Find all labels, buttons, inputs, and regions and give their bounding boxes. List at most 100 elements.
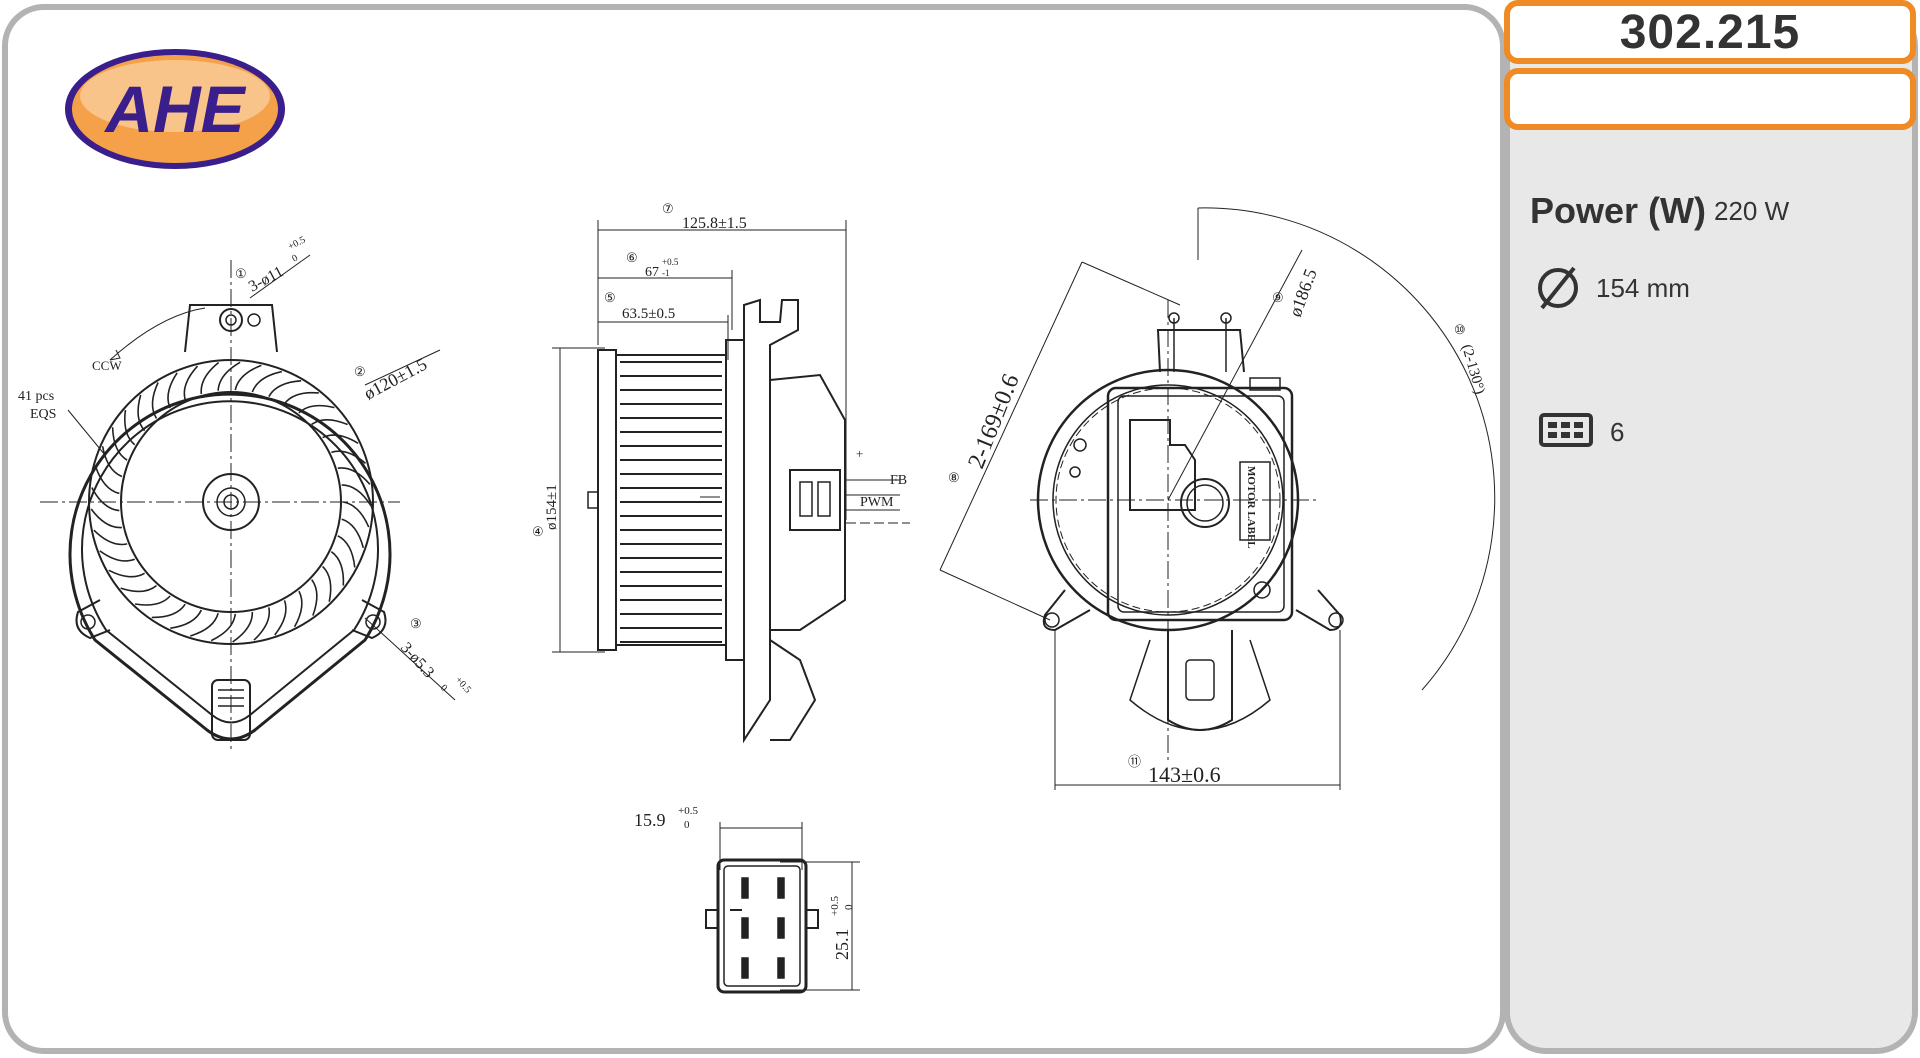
- fan-blade: [170, 609, 203, 629]
- fan-blade: [200, 361, 220, 395]
- fan-blade: [151, 382, 159, 419]
- fan-blade: [331, 450, 367, 464]
- pin-fb: FB: [890, 473, 907, 488]
- fan-blade: [90, 508, 123, 529]
- part-number-box: 302.215: [1504, 0, 1916, 64]
- fan-blade: [137, 394, 146, 432]
- front-view: [40, 254, 456, 750]
- fan-blade: [283, 391, 319, 405]
- fan-blade: [337, 467, 371, 485]
- fan-blade: [322, 565, 332, 602]
- technical-drawing: ① 3-ø11 +0.5 0 CCW 41 pcs EQS ② ø120±1.5…: [18, 201, 1496, 994]
- fan-blade: [134, 595, 171, 606]
- drawing-panel: [2, 4, 1506, 1054]
- fan-blade: [210, 613, 237, 642]
- fan-blade: [341, 484, 372, 507]
- spec-panel: [1504, 4, 1918, 1054]
- callout-2: ②: [354, 364, 366, 379]
- length-63: 63.5±0.5: [622, 306, 675, 322]
- callout-1: ①: [235, 266, 247, 281]
- angle-label: (2-130°): [1458, 343, 1487, 396]
- fan-blade: [167, 372, 178, 409]
- fan-blade: [268, 380, 302, 398]
- overall-length: 125.8±1.5: [682, 215, 747, 232]
- fan-blade: [111, 427, 128, 461]
- fan-blade: [91, 487, 120, 512]
- fan-blade: [274, 600, 287, 636]
- connector-view: [705, 822, 860, 994]
- callout-7: ⑦: [662, 201, 674, 216]
- fan-blade: [124, 409, 136, 446]
- callout-3: ③: [410, 616, 422, 631]
- fan-blade: [337, 535, 356, 568]
- connector-width-tol-upper: +0.5: [678, 805, 698, 817]
- length-67: 67: [645, 265, 659, 280]
- secondary-number-box: [1504, 68, 1916, 130]
- callout-11: ⑪: [1128, 754, 1141, 769]
- note-holes-top-tol-upper: +0.5: [286, 234, 307, 252]
- power-value: 220 W: [1714, 195, 1790, 226]
- note-holes-bottom-tol-lower: 0: [438, 683, 450, 694]
- length-67-tol-lower: -1: [662, 268, 670, 278]
- motor-label: MOTOR LABEL: [1245, 466, 1257, 549]
- connector-width-tol-lower: 0: [684, 819, 690, 831]
- diameter-row: 154 mm: [1534, 264, 1690, 312]
- fan-blade: [190, 613, 219, 637]
- connector-height-tol-lower: 0: [843, 904, 855, 910]
- width-143: 143±0.6: [1148, 762, 1221, 787]
- fan-blade: [93, 529, 128, 546]
- callout-6: ⑥: [626, 250, 638, 265]
- fan-blade: [234, 364, 262, 391]
- rear-view: [939, 207, 1496, 790]
- fan-blade: [330, 551, 345, 586]
- rotation-label: CCW: [92, 358, 122, 373]
- fan-blade: [293, 590, 303, 628]
- ahe-logo: AHE: [65, 49, 285, 169]
- power-label: Power (W): [1530, 190, 1706, 231]
- callout-9: ⑨: [1272, 290, 1284, 305]
- note-holes-bottom-tol-upper: +0.5: [453, 675, 473, 696]
- fan-blade: [342, 501, 370, 528]
- pin-pwm: PWM: [860, 495, 894, 510]
- part-number: 302.215: [1619, 5, 1801, 59]
- fan-blade: [183, 365, 199, 401]
- fan-blade: [151, 603, 186, 619]
- diameter-186: ø186.5: [1285, 266, 1321, 319]
- side-view: [552, 220, 910, 744]
- blades-spacing: EQS: [30, 407, 56, 422]
- wheel-height: ø154±1: [544, 484, 560, 530]
- connector-value: 6: [1610, 416, 1625, 447]
- note-holes-bottom: 3-ø5.3: [397, 639, 437, 681]
- fan-blade: [94, 466, 120, 495]
- fan-blade: [217, 361, 241, 391]
- connector-row: 6: [1538, 412, 1624, 452]
- callout-10: ⑩: [1454, 322, 1466, 337]
- connector-icon: [1539, 413, 1593, 447]
- note-holes-top: 3-ø11: [246, 263, 286, 295]
- fan-blade: [108, 569, 145, 578]
- connector-height-tol-upper: +0.5: [829, 896, 841, 916]
- diameter-value: 154 mm: [1596, 272, 1690, 303]
- fan-blade: [253, 607, 271, 641]
- callout-8: ⑧: [948, 470, 960, 485]
- fan-blade: [120, 584, 157, 593]
- fan-blade: [251, 370, 283, 393]
- power-row: Power (W) 220 W: [1530, 190, 1789, 232]
- pin-plus: +: [856, 446, 863, 461]
- logo-text: AHE: [103, 72, 246, 146]
- fan-blade: [311, 418, 348, 426]
- note-holes-top-tol-lower: 0: [290, 253, 300, 265]
- fan-blade: [232, 611, 254, 643]
- diameter-icon: [1538, 266, 1578, 310]
- fan-blade: [99, 550, 136, 562]
- blades-count: 41 pcs: [18, 389, 54, 404]
- callout-5: ⑤: [604, 290, 616, 305]
- mount-spacing: 2-169±0.6: [963, 371, 1024, 473]
- wheel-diameter: ø120±1.5: [360, 354, 430, 404]
- fan-blade: [341, 518, 365, 548]
- callout-4: ④: [532, 524, 544, 539]
- length-67-tol-upper: +0.5: [662, 257, 679, 267]
- fan-blade: [311, 579, 318, 616]
- connector-height: 25.1: [832, 929, 852, 961]
- connector-width: 15.9: [634, 810, 666, 830]
